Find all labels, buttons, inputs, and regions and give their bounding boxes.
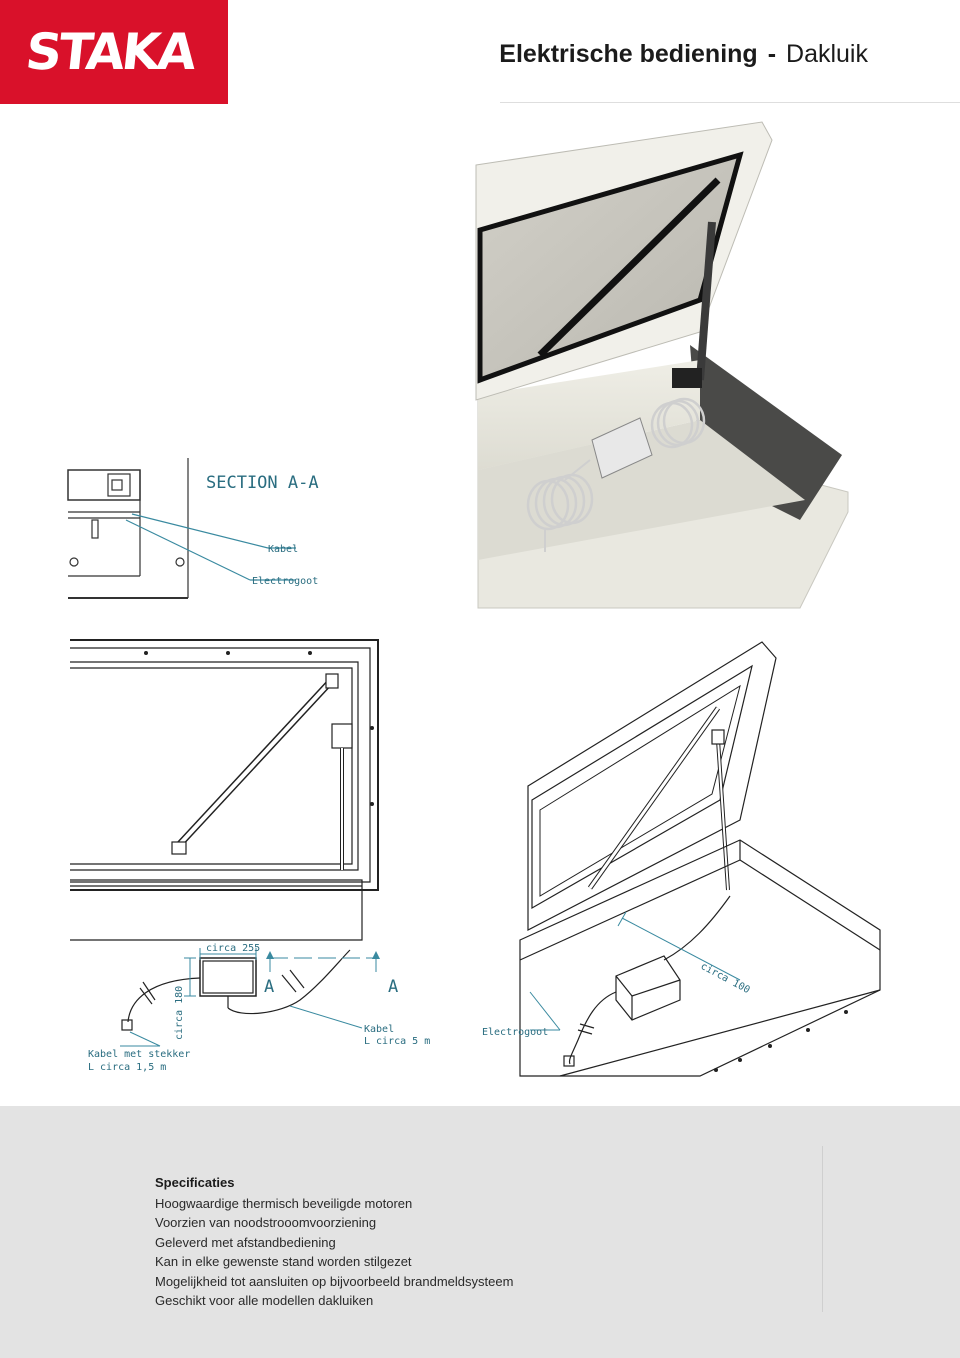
logo: STAKA — [0, 0, 228, 104]
plug-cable-label-1: Kabel met stekker — [88, 1049, 190, 1060]
dim-width-label: circa 255 — [206, 943, 260, 954]
spec-item: Hoogwaardige thermisch beveiligde motore… — [155, 1196, 413, 1211]
title-separator: - — [767, 40, 777, 68]
iso-dimensions — [529, 911, 741, 1031]
title-main: Elektrische bediening — [499, 40, 758, 68]
cable-label-1: Kabel — [364, 1024, 394, 1035]
section-marker-left: A — [264, 977, 274, 997]
specs-divider — [822, 1146, 823, 1312]
specs-heading: Specificaties — [155, 1175, 235, 1190]
iso-drawing — [519, 641, 881, 1077]
spec-item: Voorzien van noodstrooomvoorziening — [155, 1215, 377, 1231]
specs-list: Hoogwaardige thermisch beveiligde motore… — [155, 1194, 513, 1310]
section-label-cable: Kabel — [268, 544, 298, 555]
spec-item: Mogelijkheid tot aansluiten op bijvoorbe… — [155, 1273, 514, 1289]
spec-item: Geleverd met afstandbediening — [155, 1234, 336, 1250]
plan-dimensions — [120, 948, 380, 1047]
iso-dim-depth: circa 100 — [699, 961, 752, 996]
title-sub: Dakluik — [786, 40, 868, 68]
page-title: Elektrische bediening-Dakluik — [499, 40, 868, 69]
section-label-electrogoot: Electrogoot — [252, 576, 318, 587]
cable-label-2: L circa 5 m — [364, 1036, 430, 1047]
spec-item: Geschikt voor alle modellen dakluiken — [155, 1293, 374, 1309]
spec-item: Kan in elke gewenste stand worden stilge… — [155, 1254, 412, 1270]
iso-label-electrogoot: Electrogoot — [482, 1027, 548, 1038]
header-rule — [500, 102, 960, 103]
technical-drawings: SECTION A-A Kabel Electrogoot — [67, 121, 881, 1077]
section-drawing — [67, 458, 296, 599]
plan-drawing — [70, 639, 379, 1031]
dim-height-label: circa 180 — [174, 986, 185, 1040]
specs-panel — [0, 1106, 960, 1358]
plug-cable-label-2: L circa 1,5 m — [88, 1062, 166, 1073]
section-marker-right: A — [388, 977, 398, 997]
hatch-render — [475, 121, 849, 609]
section-title: SECTION A-A — [206, 473, 319, 493]
